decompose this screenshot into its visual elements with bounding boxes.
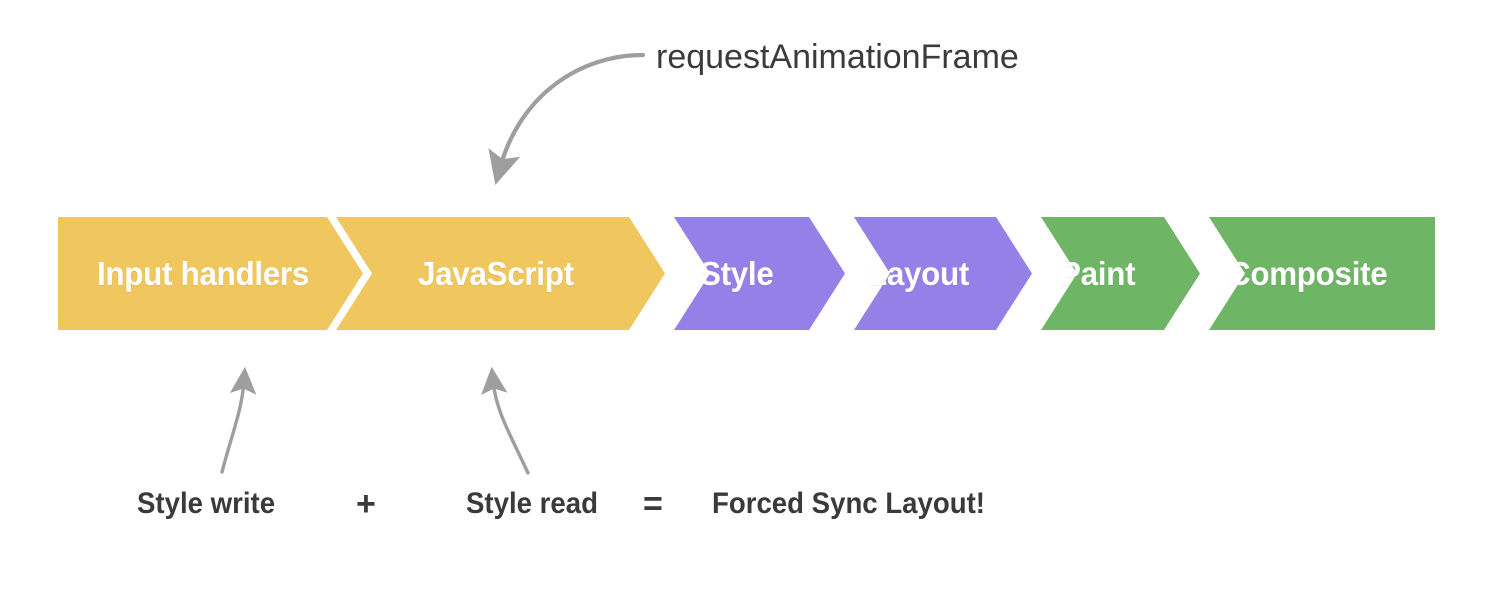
pipeline-segment-style[interactable] [674,217,845,330]
pipeline-segment-paint[interactable] [1041,217,1200,330]
pipeline-label-javascript: JavaScript [418,255,574,292]
equation-term-style-read: Style read [466,487,598,520]
curved-arrow-up-left-icon [481,366,530,475]
request-animation-frame-label: requestAnimationFrame [656,38,1019,76]
pipeline-label-layout: Layout [868,255,970,292]
curved-arrow-down-left-icon [488,52,646,186]
pipeline-label-paint: Paint [1060,255,1136,292]
equation-result-forced-sync-layout: Forced Sync Layout! [712,487,985,520]
equation-operator-plus: + [356,485,376,523]
pipeline-label-style: Style [700,255,774,292]
pipeline-segment-input-handlers[interactable] [58,217,363,330]
pipeline-label-input-handlers: Input handlers [97,255,309,292]
equation-term-style-write: Style write [137,487,276,520]
pipeline-segment-javascript[interactable] [336,217,665,330]
equation-operator-equals: = [643,485,663,523]
pipeline-label-composite: Composite [1228,255,1388,292]
curved-arrow-up-icon [220,366,257,474]
pipeline-segment-layout[interactable] [854,217,1032,330]
pipeline-segment-composite[interactable] [1209,217,1435,330]
